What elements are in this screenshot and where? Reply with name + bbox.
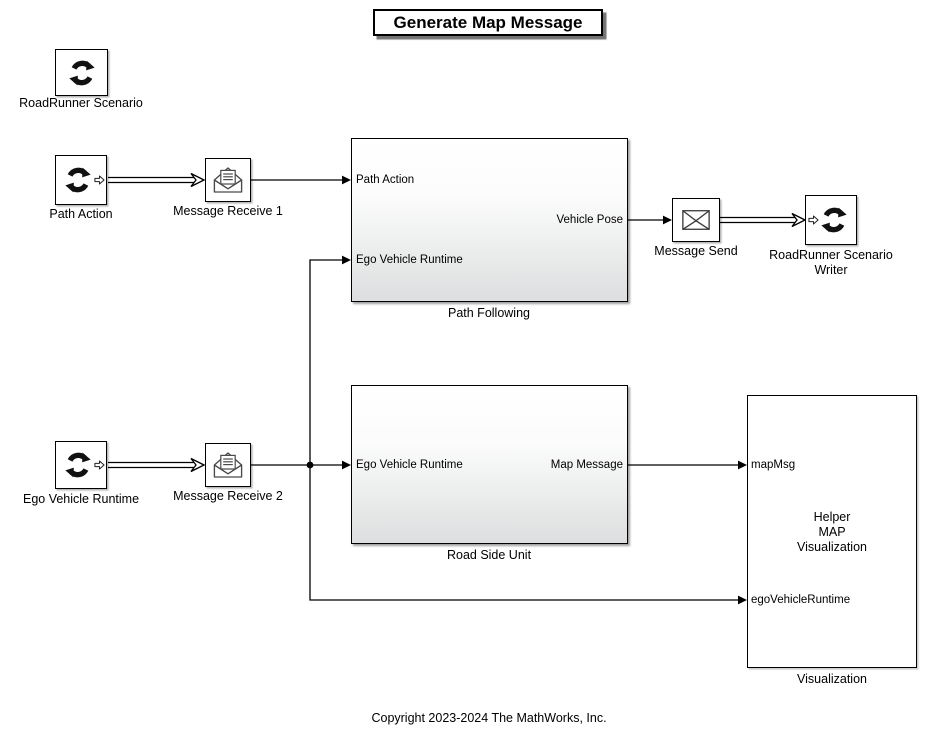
block-caption: Message Receive 1 [173, 204, 283, 218]
wire-message-receive-1-to-path-following[interactable] [251, 175, 351, 185]
port-label-egovehicleruntime: egoVehicleRuntime [751, 594, 851, 606]
port-label-vehicle-pose: Vehicle Pose [556, 214, 624, 226]
block-message-receive-2[interactable] [205, 443, 251, 487]
wire-branch-to-path-following-ego-runtime[interactable] [309, 255, 351, 465]
block-path-following[interactable] [351, 138, 628, 302]
visualization-body-line: Helper [813, 510, 851, 524]
wire-branch-to-visualization-ego-runtime[interactable] [309, 465, 747, 605]
block-roadrunner-scenario[interactable] [55, 49, 108, 96]
visualization-body-line: MAP [818, 525, 846, 539]
block-visualization[interactable] [747, 395, 917, 668]
block-caption: Path Action [49, 207, 113, 221]
copyright-text: Copyright 2023-2024 The MathWorks, Inc. [371, 711, 607, 725]
block-caption: RoadRunner Scenario Writer [769, 248, 893, 277]
roadrunner-cycle-icon [63, 165, 93, 195]
wire-vehicle-pose-to-message-send[interactable] [628, 215, 672, 225]
port-label-ego-vehicle-runtime: Ego Vehicle Runtime [356, 459, 463, 471]
junction-dot [306, 461, 314, 469]
port-label-map-message: Map Message [550, 459, 623, 471]
block-ego-vehicle-runtime[interactable] [55, 441, 107, 489]
output-port-arrow-icon [94, 460, 105, 471]
block-caption: RoadRunner Scenario [19, 96, 143, 110]
block-message-receive-1[interactable] [205, 158, 251, 202]
block-caption: Message Receive 2 [173, 489, 283, 503]
port-label-ego-vehicle-runtime: Ego Vehicle Runtime [356, 254, 463, 266]
visualization-body-line: Visualization [797, 540, 867, 554]
wire-ego-vehicle-runtime-to-message-receive-2[interactable] [108, 457, 206, 473]
roadrunner-cycle-icon [67, 58, 97, 88]
output-port-arrow-icon [94, 175, 105, 186]
block-caption: Ego Vehicle Runtime [22, 492, 140, 506]
port-label-mapmsg: mapMsg [751, 459, 796, 471]
block-caption: Path Following [448, 306, 530, 320]
block-roadrunner-scenario-writer[interactable] [805, 195, 857, 245]
block-road-side-unit[interactable] [351, 385, 628, 544]
port-label-path-action: Path Action [356, 174, 415, 186]
roadrunner-cycle-icon [63, 450, 93, 480]
input-port-arrow-icon [808, 215, 819, 226]
wire-message-send-to-roadrunner-writer[interactable] [720, 212, 807, 228]
message-receive-icon [210, 164, 246, 196]
roadrunner-cycle-icon [819, 205, 849, 235]
block-caption: Visualization [797, 672, 867, 686]
block-path-action[interactable] [55, 155, 107, 205]
message-send-icon [679, 207, 713, 233]
wire-map-message-to-visualization[interactable] [628, 460, 747, 470]
diagram-title[interactable]: Generate Map Message [373, 9, 603, 36]
block-message-send[interactable] [672, 198, 720, 242]
block-caption: Road Side Unit [446, 548, 532, 562]
message-receive-icon [210, 449, 246, 481]
block-caption: Message Send [654, 244, 738, 258]
wire-message-receive-2-to-road-side-unit[interactable] [251, 460, 351, 470]
wire-path-action-to-message-receive-1[interactable] [108, 172, 206, 188]
